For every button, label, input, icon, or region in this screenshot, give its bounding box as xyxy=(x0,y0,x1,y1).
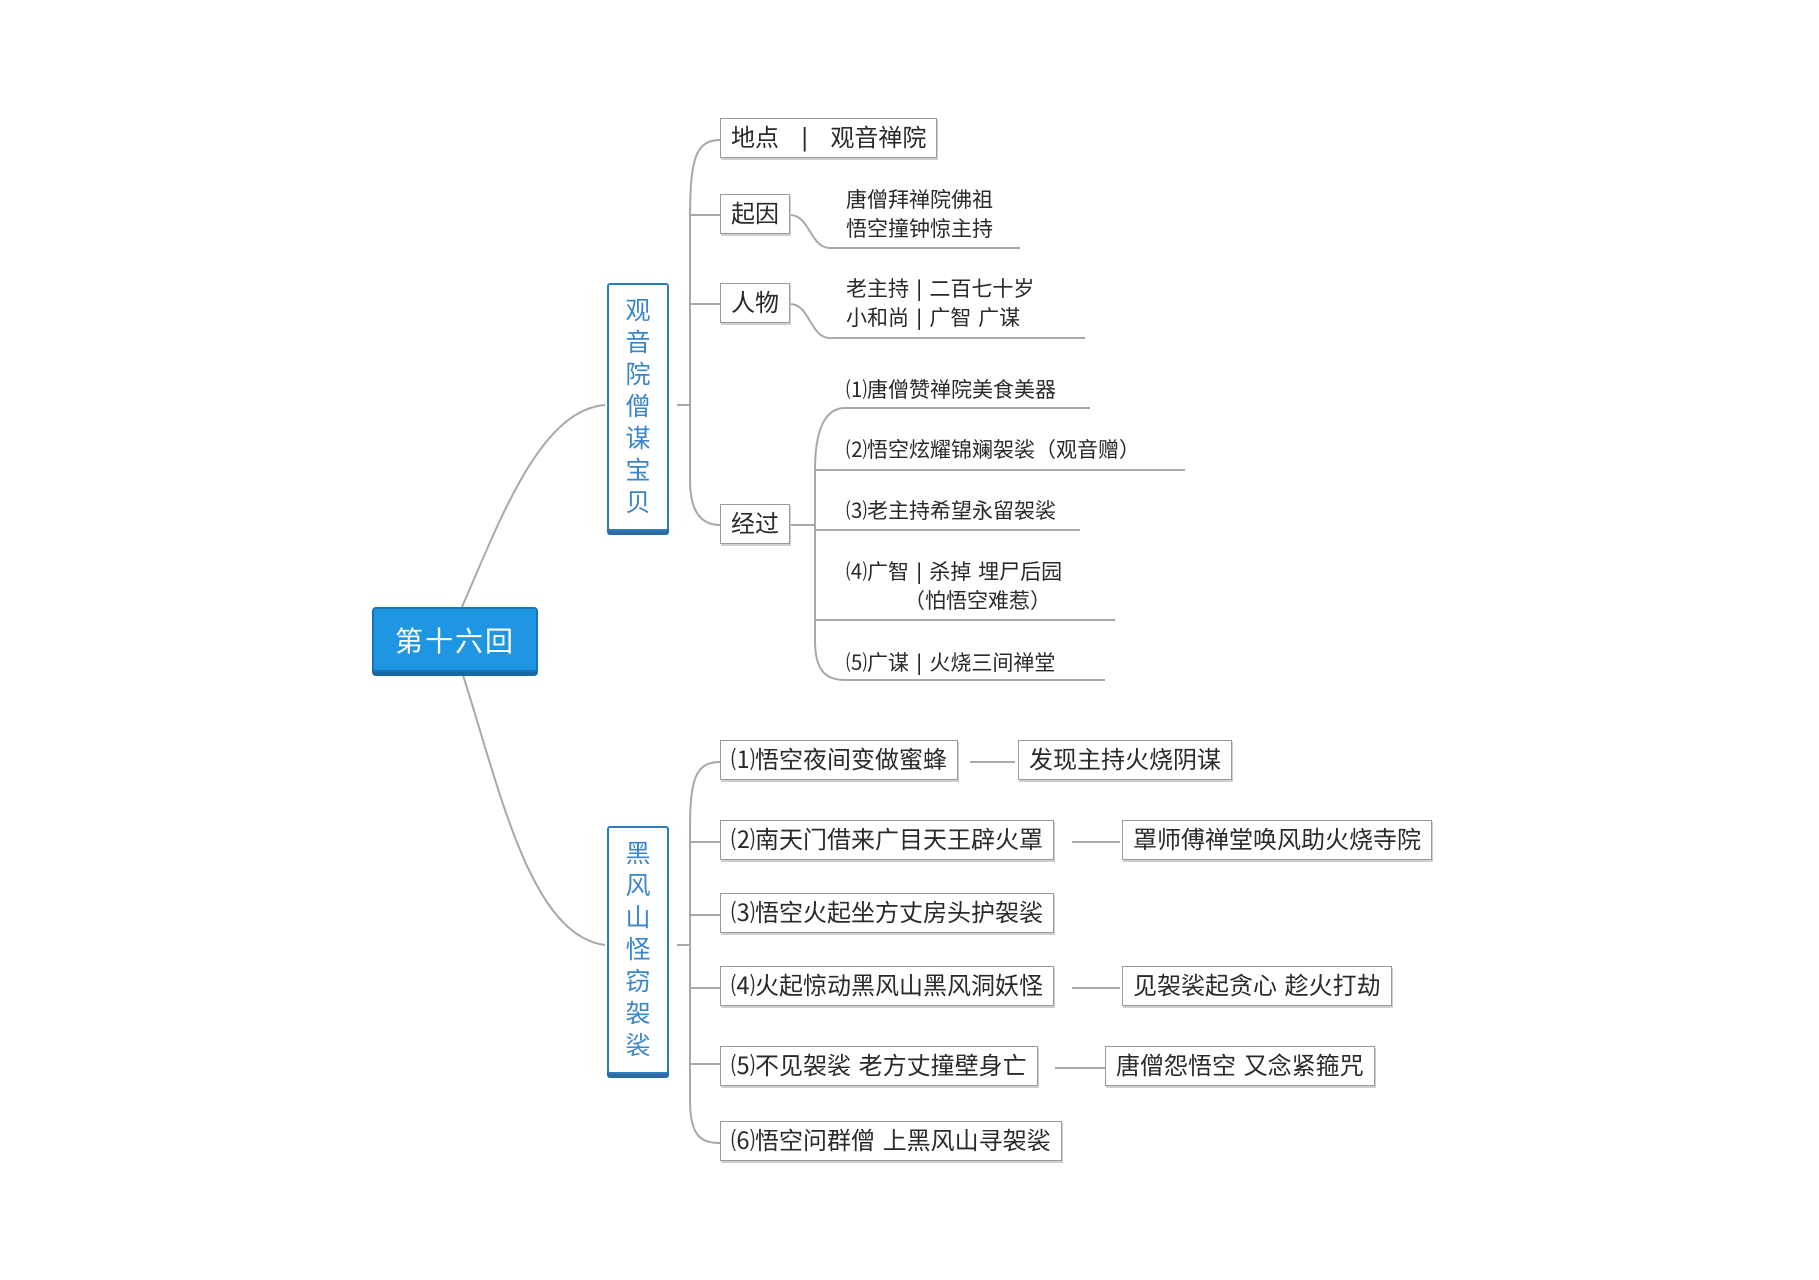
jingguo-item-4: ⑷广智 | 杀掉 埋尸后园 xyxy=(846,560,1063,584)
qiyin-detail: 唐僧拜禅院佛祖 悟空撞钟惊主持 xyxy=(846,186,993,244)
branch-char: 观 xyxy=(625,296,651,325)
branch-char: 怪 xyxy=(625,935,651,964)
branch-char: 袈 xyxy=(625,999,651,1028)
branch-char: 贝 xyxy=(625,488,651,517)
branch-char: 窃 xyxy=(625,967,651,996)
jingguo-item-2: ⑵悟空炫耀锦斓袈裟（观音赠） xyxy=(846,438,1140,462)
event-5[interactable]: ⑸不见袈裟 老方丈撞壁身亡 xyxy=(720,1046,1038,1086)
jingguo-item-1: ⑴唐僧赞禅院美食美器 xyxy=(846,378,1056,402)
node-label: 地点 xyxy=(731,124,779,152)
leaf-line: 小和尚 | 广智 广谋 xyxy=(846,306,1021,330)
event-2-result[interactable]: 罩师傅禅堂唤风助火烧寺院 xyxy=(1122,820,1432,860)
event-1-result[interactable]: 发现主持火烧阴谋 xyxy=(1018,740,1232,780)
node-value: 观音禅院 xyxy=(830,124,927,152)
branch-char: 风 xyxy=(625,871,651,900)
node-renwu[interactable]: 人物 xyxy=(720,283,790,323)
node-jingguo[interactable]: 经过 xyxy=(720,504,790,544)
branch-char: 僧 xyxy=(625,392,651,421)
branch-char: 院 xyxy=(625,360,651,389)
branch-char: 宝 xyxy=(625,456,651,485)
root-node[interactable]: 第十六回 xyxy=(372,607,538,672)
event-3[interactable]: ⑶悟空火起坐方丈房头护袈裟 xyxy=(720,893,1054,933)
node-didian[interactable]: 地点 | 观音禅院 xyxy=(720,118,938,158)
leaf-line: 老主持 | 二百七十岁 xyxy=(846,277,1035,301)
jingguo-item-3: ⑶老主持希望永留袈裟 xyxy=(846,499,1056,523)
jingguo-item-5: ⑸广谋 | 火烧三间禅堂 xyxy=(846,651,1056,675)
branch-char: 黑 xyxy=(625,839,651,868)
branch-char: 裟 xyxy=(625,1031,651,1060)
leaf-line: 唐僧拜禅院佛祖 xyxy=(846,188,993,212)
branch-guanyinyuan[interactable]: 观 音 院 僧 谋 宝 贝 xyxy=(607,283,669,531)
branch-char: 山 xyxy=(625,903,651,932)
separator: | xyxy=(800,124,809,152)
leaf-line: 悟空撞钟惊主持 xyxy=(846,217,993,241)
event-1[interactable]: ⑴悟空夜间变做蜜蜂 xyxy=(720,740,958,780)
event-4-result[interactable]: 见袈裟起贪心 趁火打劫 xyxy=(1122,966,1392,1006)
branch-char: 谋 xyxy=(625,424,651,453)
branch-heifengshan[interactable]: 黑 风 山 怪 窃 袈 裟 xyxy=(607,826,669,1074)
event-4[interactable]: ⑷火起惊动黑风山黑风洞妖怪 xyxy=(720,966,1054,1006)
jingguo-item-4-note: （怕悟空难惹） xyxy=(904,589,1051,613)
branch-char: 音 xyxy=(625,328,651,357)
renwu-detail: 老主持 | 二百七十岁 小和尚 | 广智 广谋 xyxy=(846,275,1034,333)
node-qiyin[interactable]: 起因 xyxy=(720,194,790,234)
event-6[interactable]: ⑹悟空问群僧 上黑风山寻袈裟 xyxy=(720,1121,1062,1161)
event-5-result[interactable]: 唐僧怨悟空 又念紧箍咒 xyxy=(1105,1046,1375,1086)
event-2[interactable]: ⑵南天门借来广目天王辟火罩 xyxy=(720,820,1054,860)
